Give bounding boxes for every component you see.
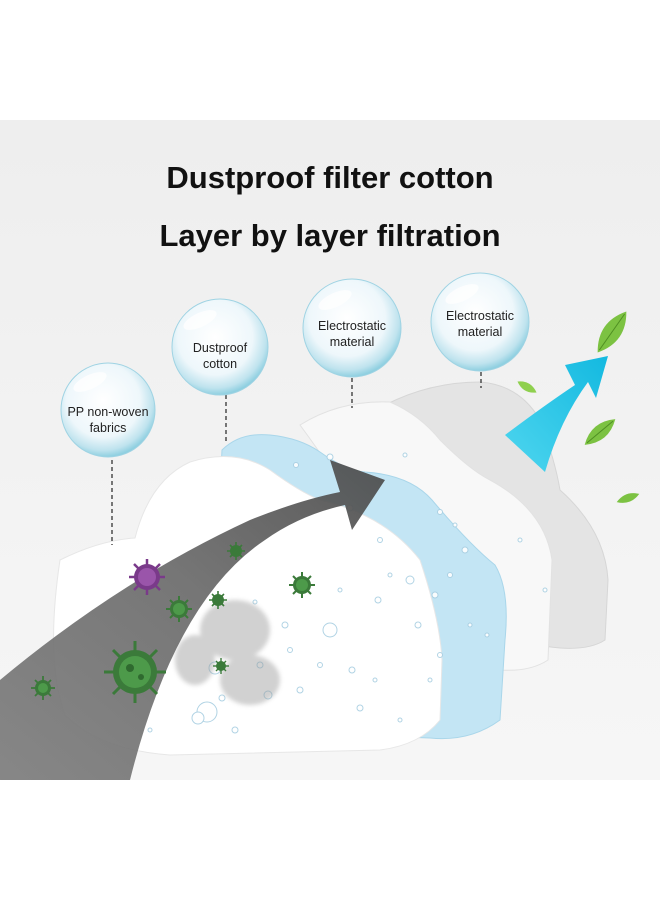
layer-label-line-1: PP non-woven bbox=[67, 405, 149, 419]
virus-icon bbox=[166, 596, 192, 622]
layer-label-line-2: material bbox=[457, 325, 503, 339]
filtration-illustration bbox=[0, 272, 640, 780]
airflow-arrow bbox=[0, 460, 385, 780]
dust-particles bbox=[175, 600, 280, 705]
leaf-icon bbox=[616, 493, 640, 503]
virus-icon bbox=[209, 591, 227, 609]
virus-icon bbox=[227, 542, 245, 560]
virus-icon bbox=[213, 658, 229, 674]
layer-label-line-1: Electrostatic bbox=[317, 319, 387, 333]
leaf-icon bbox=[597, 311, 627, 353]
leaf-icon bbox=[517, 381, 537, 393]
layer-label-line-2: material bbox=[329, 335, 375, 349]
layer-label-electrostatic-1: Electrostatic material bbox=[292, 318, 412, 350]
virus-icon bbox=[31, 676, 55, 700]
layer-label-dustproof-cotton: Dustproof cotton bbox=[160, 340, 280, 372]
clean-air-arrow bbox=[505, 356, 608, 472]
layer-label-line-1: Dustproof bbox=[192, 341, 248, 355]
virus-icon-large bbox=[104, 641, 166, 703]
layer-label-line-2: cotton bbox=[202, 357, 238, 371]
illustration-panel: Dustproof filter cotton Layer by layer f… bbox=[0, 120, 660, 780]
headline-line-2: Layer by layer filtration bbox=[159, 218, 501, 253]
layer-label-line-2: fabrics bbox=[89, 421, 127, 435]
layer-label-line-1: Electrostatic bbox=[445, 309, 515, 323]
layer-connectors bbox=[111, 372, 482, 545]
leaf-icon bbox=[584, 419, 616, 445]
headline-line-1: Dustproof filter cotton bbox=[166, 160, 494, 195]
layer-label-pp-non-woven: PP non-woven fabrics bbox=[48, 404, 168, 436]
layer-label-electrostatic-2: Electrostatic material bbox=[420, 308, 540, 340]
virus-icon-purple bbox=[129, 559, 165, 595]
virus-icon bbox=[289, 572, 315, 598]
